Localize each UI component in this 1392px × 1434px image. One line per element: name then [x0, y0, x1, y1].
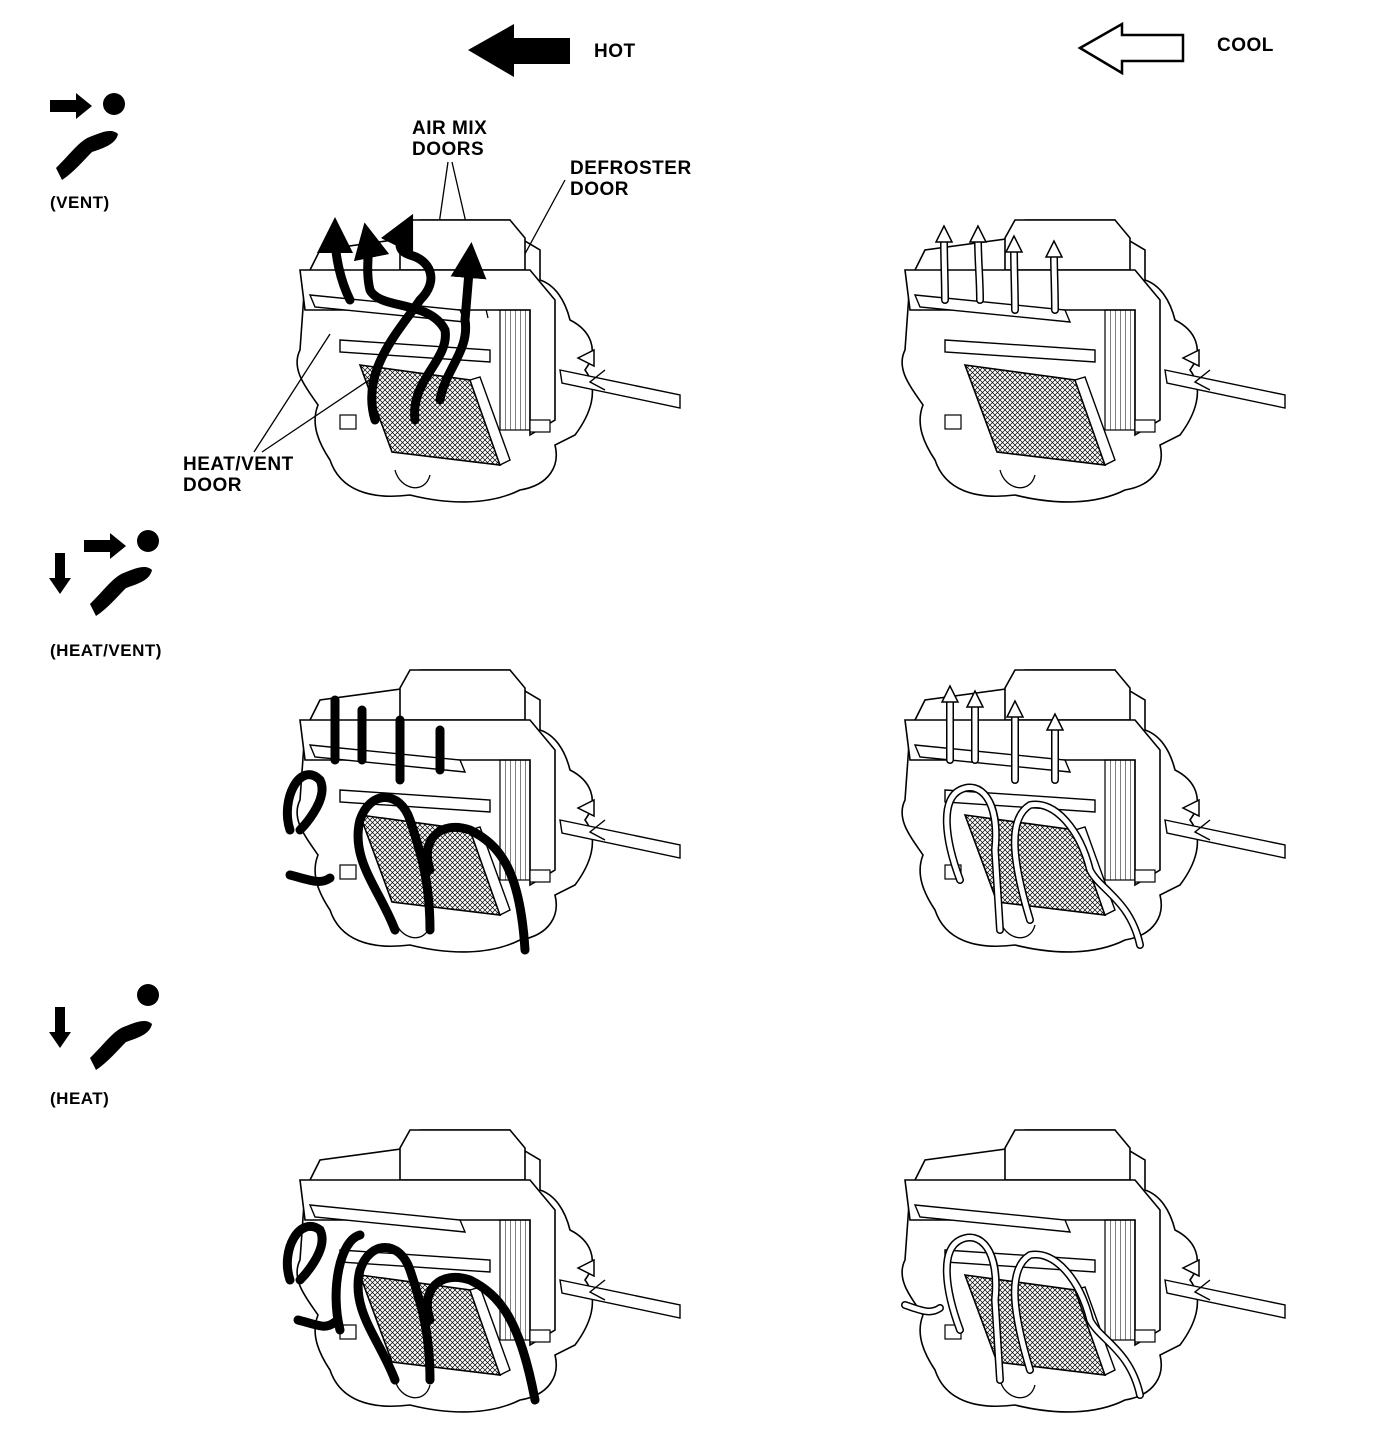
- mode-label-vent: (VENT): [50, 193, 110, 212]
- vent-mode-icon: [50, 93, 125, 180]
- mode-label-heat: (HEAT): [50, 1089, 110, 1108]
- cool-arrow-icon: [1077, 21, 1185, 76]
- heat-vent-cool-diagram: [901, 669, 1286, 953]
- heat-mode-icon: [49, 984, 159, 1070]
- heat-hot-diagram: [282, 1129, 681, 1413]
- mode-label-heat-vent: (HEAT/VENT): [50, 641, 162, 660]
- cool-label: COOL: [1217, 35, 1274, 56]
- hot-arrow-icon: [468, 24, 570, 77]
- hot-label: HOT: [594, 41, 636, 62]
- legend: [468, 21, 1185, 77]
- vent-hot-diagram: [296, 213, 681, 503]
- defroster-door-label: DEFROSTER DOOR: [570, 158, 692, 200]
- heat-vent-door-label: HEAT/VENT DOOR: [183, 454, 294, 496]
- heat-cool-diagram: [901, 1129, 1286, 1413]
- vent-cool-diagram: [901, 219, 1286, 503]
- heat-vent-mode-icon: [49, 530, 159, 616]
- mode-icons: [49, 93, 159, 1070]
- air-mix-doors-label: AIR MIX DOORS: [412, 118, 488, 160]
- heat-vent-hot-diagram: [282, 669, 681, 955]
